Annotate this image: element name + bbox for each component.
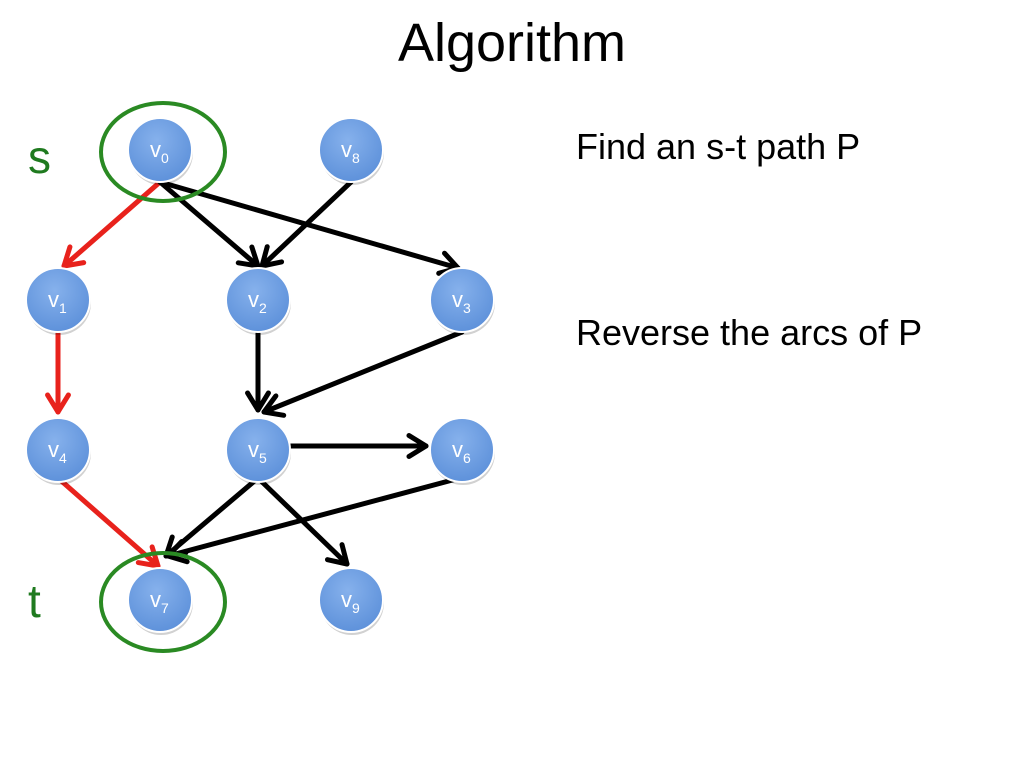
edge-v5-v6: [287, 433, 429, 459]
node-subscript: 3: [463, 300, 471, 316]
arrowhead-v1-v4: [45, 392, 71, 415]
node-base: v: [341, 137, 352, 162]
arrowhead-v0-v2: [235, 244, 261, 269]
node-base: v: [248, 437, 259, 462]
node-label-v1: v1: [48, 287, 67, 316]
node-base: v: [150, 137, 161, 162]
node-base: v: [248, 287, 259, 312]
node-subscript: 7: [161, 600, 169, 616]
rings-layer: [99, 101, 227, 653]
node-base: v: [341, 587, 352, 612]
node-subscript: 8: [352, 150, 360, 166]
node-v3: v3: [429, 267, 495, 335]
node-subscript: 9: [352, 600, 360, 616]
edge-v0-v1: [61, 179, 163, 269]
sink-ring: [99, 551, 227, 653]
arrowhead-v2-v5: [245, 390, 271, 413]
edge-v5-v9: [255, 475, 350, 567]
sink-label: t: [28, 575, 41, 627]
node-base: v: [48, 437, 59, 462]
node-label-v3: v3: [452, 287, 471, 316]
node-label-v6: v6: [452, 437, 471, 466]
node-label-v8: v8: [341, 137, 360, 166]
node-v4: v4: [25, 417, 91, 485]
edge-v6-v7: [165, 475, 463, 565]
edges-layer: [45, 179, 465, 569]
page-title: Algorithm: [397, 13, 627, 73]
edge-v3-v5: [261, 329, 465, 418]
node-base: v: [48, 287, 59, 312]
edge-v0-v3: [157, 179, 461, 276]
node-v7: v7: [127, 567, 193, 635]
node-label-v5: v5: [248, 437, 267, 466]
node-v5: v5: [225, 417, 291, 485]
source-label: s: [28, 131, 51, 183]
node-subscript: 5: [259, 450, 267, 466]
edge-v2-v5: [245, 329, 271, 413]
edge-v8-v2: [259, 179, 354, 269]
step-find-path: Find an s-t path P: [576, 126, 861, 167]
node-v2: v2: [225, 267, 291, 335]
arrowhead-v3-v5: [261, 393, 287, 418]
node-base: v: [452, 287, 463, 312]
arrowhead-v6-v7: [165, 539, 190, 565]
edge-v0-v2: [157, 179, 261, 269]
node-label-v0: v0: [150, 137, 169, 166]
node-v8: v8: [318, 117, 384, 185]
arrowhead-v8-v2: [259, 244, 285, 269]
node-label-v2: v2: [248, 287, 267, 316]
node-label-v9: v9: [341, 587, 360, 616]
node-subscript: 4: [59, 450, 67, 466]
arrowhead-v0-v1: [61, 244, 87, 269]
node-label-v4: v4: [48, 437, 67, 466]
step-reverse-arcs: Reverse the arcs of P: [576, 312, 923, 353]
edge-v1-v4: [45, 329, 71, 415]
node-subscript: 0: [161, 150, 169, 166]
node-v1: v1: [25, 267, 91, 335]
node-v9: v9: [318, 567, 384, 635]
node-subscript: 6: [463, 450, 471, 466]
arrowhead-v5-v9: [324, 542, 350, 567]
node-subscript: 2: [259, 300, 267, 316]
node-v6: v6: [429, 417, 495, 485]
node-base: v: [150, 587, 161, 612]
node-subscript: 1: [59, 300, 67, 316]
edge-v4-v7: [55, 475, 161, 569]
node-label-v7: v7: [150, 587, 169, 616]
arrowhead-v5-v6: [406, 433, 429, 459]
node-base: v: [452, 437, 463, 462]
source-ring: [99, 101, 227, 203]
node-v0: v0: [127, 117, 193, 185]
